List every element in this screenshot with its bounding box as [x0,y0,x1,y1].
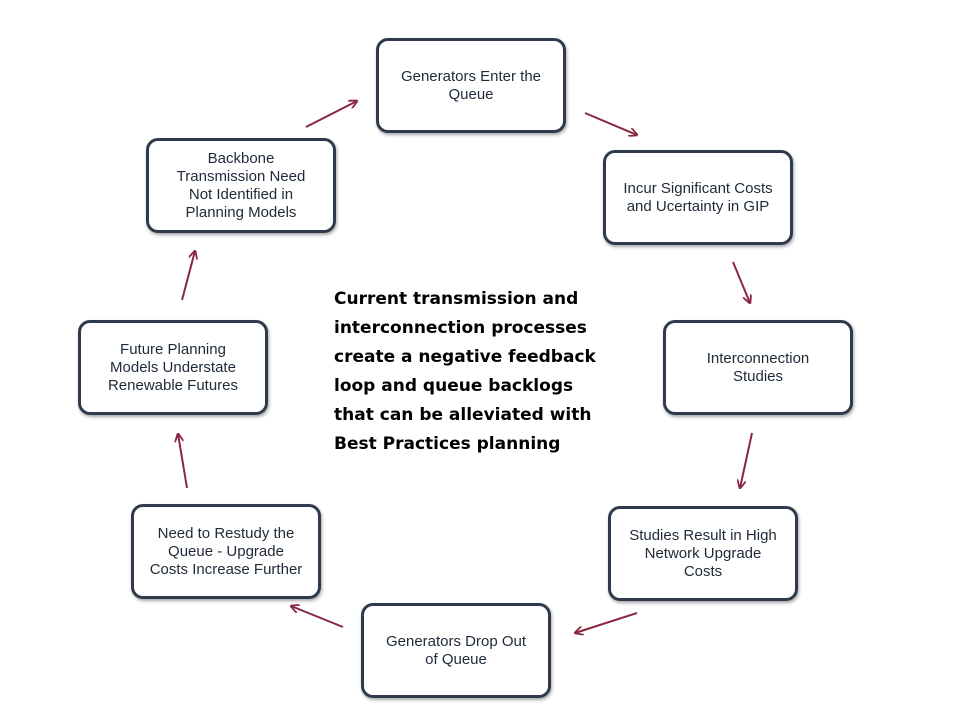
node-label: Studies Result in High Network Upgrade C… [629,526,777,580]
node-label: Interconnection Studies [706,349,810,385]
node-label: Need to Restudy the Queue - Upgrade Cost… [149,524,303,578]
node-restudy-queue: Need to Restudy the Queue - Upgrade Cost… [131,504,321,599]
node-label: Incur Significant Costs and Ucertainty i… [623,179,773,215]
node-generators-drop-out: Generators Drop Out of Queue [361,603,551,698]
arrow-interconnection-studies-to-high-upgrade-costs [740,432,753,488]
arrow-high-upgrade-costs-to-generators-drop-out [575,612,638,633]
node-label: Generators Drop Out of Queue [385,632,527,668]
node-high-upgrade-costs: Studies Result in High Network Upgrade C… [608,506,798,601]
arrow-future-planning-to-backbone-transmission [181,251,195,301]
arrow-restudy-queue-to-future-planning [178,434,188,489]
node-label: Future Planning Models Understate Renewa… [107,340,239,394]
arrow-generators-enter-to-incur-costs [584,112,637,135]
arrow-generators-drop-out-to-restudy-queue [291,606,344,628]
node-future-planning: Future Planning Models Understate Renewa… [78,320,268,415]
node-interconnection-studies: Interconnection Studies [663,320,853,415]
node-generators-enter: Generators Enter the Queue [376,38,566,133]
node-incur-costs: Incur Significant Costs and Ucertainty i… [603,150,793,245]
arrow-backbone-transmission-to-generators-enter [305,101,357,128]
arrow-incur-costs-to-interconnection-studies [732,261,750,303]
center-caption: Current transmission and interconnection… [334,289,596,454]
node-backbone-transmission: Backbone Transmission Need Not Identifie… [146,138,336,233]
node-label: Generators Enter the Queue [400,67,542,103]
node-label: Backbone Transmission Need Not Identifie… [176,149,306,221]
